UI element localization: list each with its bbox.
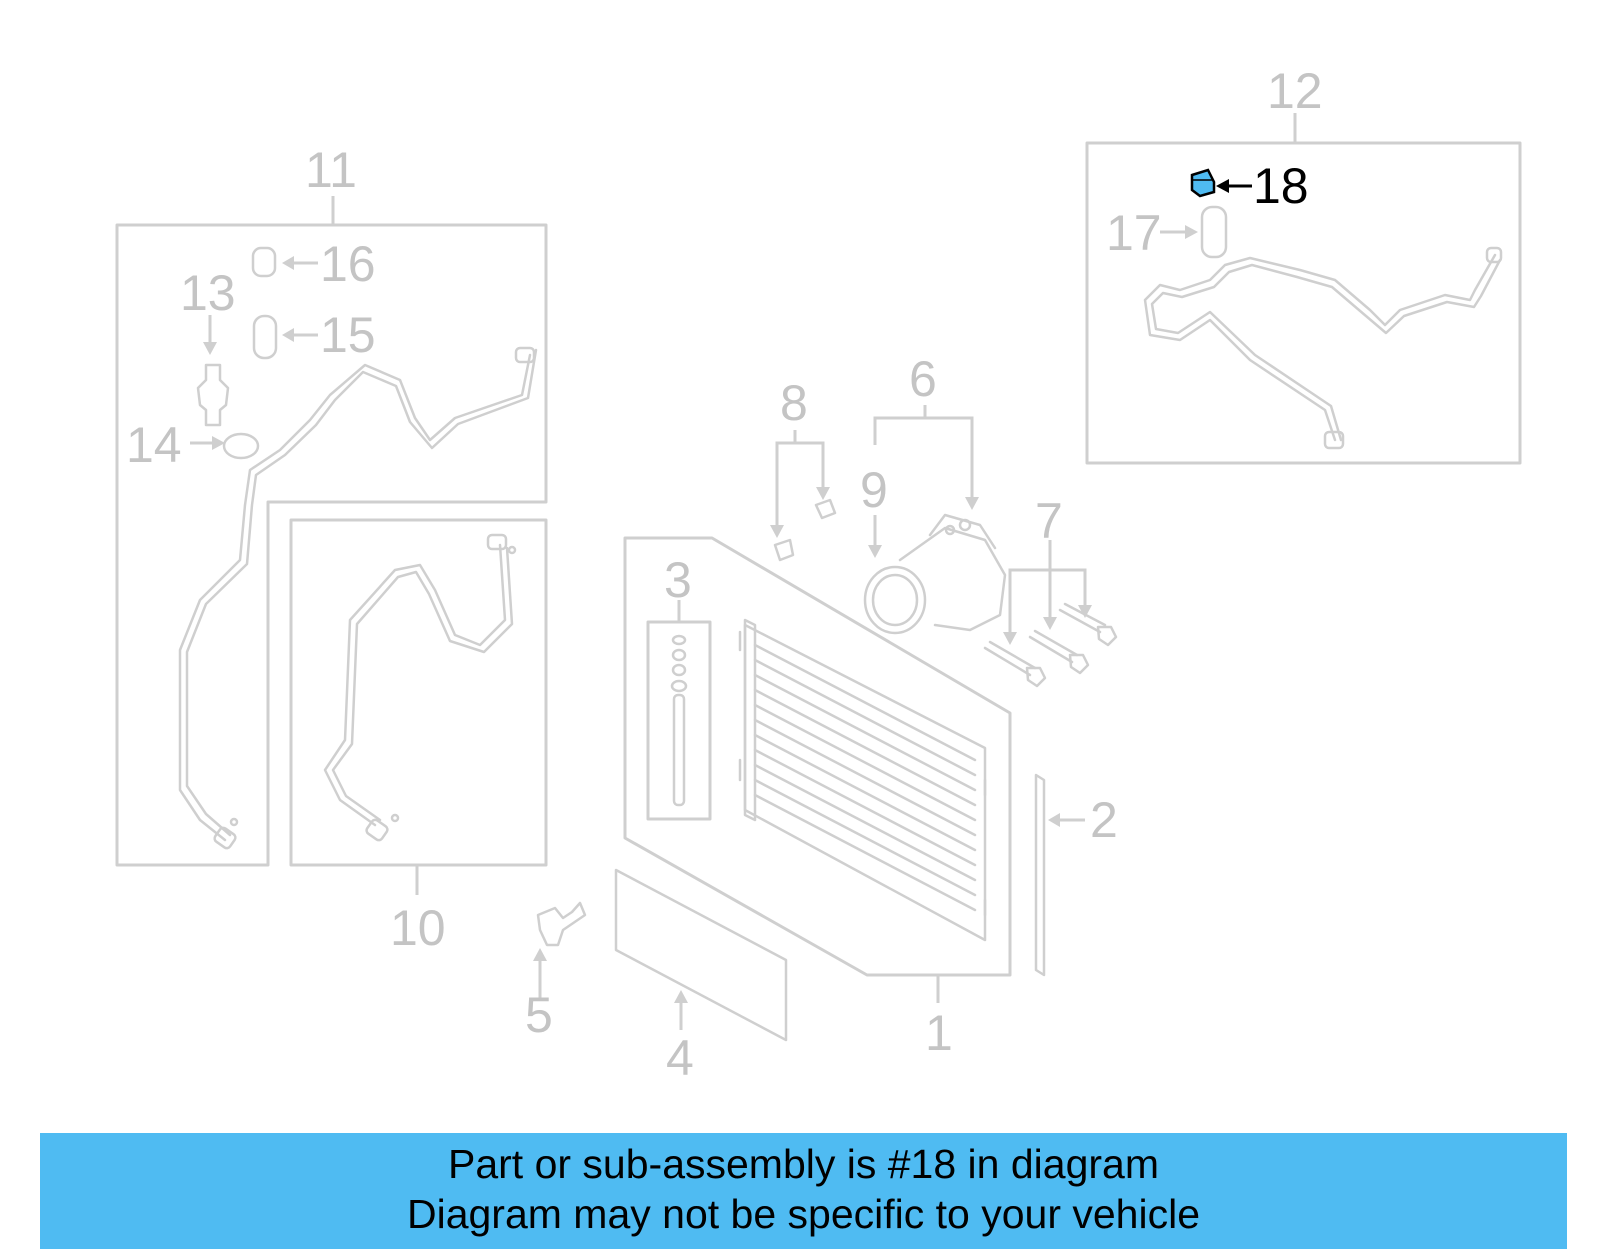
callout-8: 8	[780, 375, 808, 431]
bolts	[983, 602, 1118, 688]
callout-11: 11	[305, 142, 357, 198]
group-box-10	[289, 518, 548, 895]
callout-18: 18	[1253, 158, 1309, 214]
callout-10: 10	[390, 900, 446, 956]
side-seal	[1034, 773, 1046, 977]
callout-2: 2	[1090, 792, 1118, 848]
callout-6: 6	[909, 351, 937, 407]
callout-14: 14	[126, 417, 182, 473]
seal-panel	[614, 868, 788, 1042]
highlighted-part-18[interactable]	[1190, 168, 1216, 198]
banner-line-1: Part or sub-assembly is #18 in diagram	[448, 1141, 1159, 1187]
callout-1: 1	[925, 1005, 953, 1061]
small-parts	[196, 205, 1228, 460]
callout-5: 5	[525, 987, 553, 1043]
callout-16: 16	[320, 236, 376, 292]
group-box-12	[1085, 113, 1522, 465]
o-rings-8	[773, 498, 837, 562]
condenser-core	[738, 618, 987, 942]
info-banner: Part or sub-assembly is #18 in diagram D…	[40, 1133, 1567, 1249]
hose-assembly-12	[1143, 246, 1503, 450]
banner-line-2: Diagram may not be specific to your vehi…	[406, 1191, 1200, 1237]
callout-15: 15	[320, 307, 376, 363]
callout-labels: 1 2 3 4 5 6 7 8 9 10 11 12 13 14 15 16 1…	[126, 63, 1323, 1086]
leader-18	[1216, 179, 1252, 193]
group-box-3	[646, 600, 712, 821]
drier-parts	[670, 634, 688, 807]
hose-assembly-10	[323, 533, 517, 842]
compressor	[863, 513, 1007, 635]
callout-13: 13	[180, 265, 236, 321]
callout-17: 17	[1106, 205, 1162, 261]
callout-4: 4	[666, 1030, 694, 1086]
callout-3: 3	[664, 552, 692, 608]
callout-12: 12	[1267, 63, 1323, 119]
group-box-1	[623, 536, 1012, 1003]
callout-9: 9	[860, 462, 888, 518]
hose-assembly-11	[178, 346, 538, 850]
leader-lines	[190, 225, 1198, 1030]
callout-7: 7	[1035, 493, 1063, 549]
bracket	[536, 901, 587, 947]
group-box-11	[115, 196, 548, 867]
